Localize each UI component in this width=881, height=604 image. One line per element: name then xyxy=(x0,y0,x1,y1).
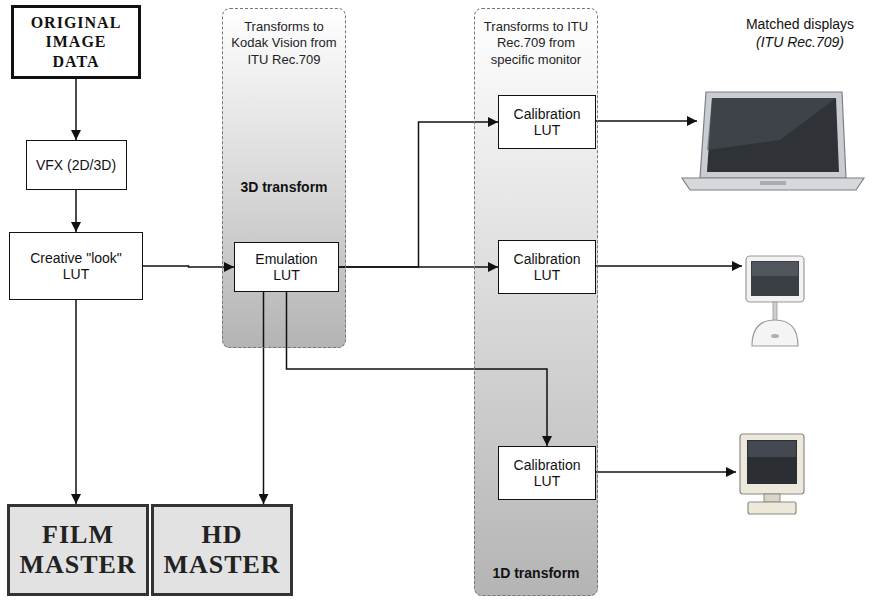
display-arrow xyxy=(592,471,736,473)
display-arrow xyxy=(592,265,742,267)
band-text-slot: 3D transform xyxy=(227,179,341,195)
flow-arrow xyxy=(143,266,234,267)
band-subtitle: 1D transform xyxy=(479,565,593,581)
laptop-icon xyxy=(682,92,864,190)
lut-box: Emulation LUT xyxy=(234,242,339,292)
band-text-slot: 1D transform xyxy=(479,565,593,581)
flow-arrow xyxy=(263,292,265,504)
monitor-icon xyxy=(740,434,804,514)
lut-box: Calibration LUT xyxy=(498,446,596,500)
band-heading: Transforms to ITU Rec.709 from specific … xyxy=(479,19,593,68)
band-text-slot: Transforms to Kodak Vision from ITU Rec.… xyxy=(227,19,341,68)
caption-label: Matched displays xyxy=(725,16,875,32)
master-box: HD MASTER xyxy=(151,504,293,596)
caption-label: (ITU Rec.709) xyxy=(725,34,875,50)
master-box: FILM MASTER xyxy=(7,504,149,596)
flow-arrow xyxy=(75,300,77,504)
source-box: ORIGINAL IMAGE DATA xyxy=(11,5,141,79)
flow-arrow xyxy=(75,190,77,232)
box-label: HD MASTER xyxy=(160,520,284,580)
lut-box: Calibration LUT xyxy=(498,240,596,294)
label-slot: Matched displays xyxy=(725,16,875,32)
box-label: FILM MASTER xyxy=(16,520,140,580)
band-text-slot: Transforms to ITU Rec.709 from specific … xyxy=(479,19,593,68)
box-label: Calibration LUT xyxy=(505,457,589,489)
display-arrow xyxy=(592,120,697,122)
box-label: Calibration LUT xyxy=(505,251,589,283)
transform-band: Transforms to Kodak Vision from ITU Rec.… xyxy=(222,8,346,348)
box-label: Calibration LUT xyxy=(505,106,589,138)
band-fill xyxy=(474,8,598,596)
process-box: Creative "look" LUT xyxy=(9,232,143,300)
transform-band: Transforms to ITU Rec.709 from specific … xyxy=(474,8,598,596)
flow-arrow xyxy=(287,292,548,446)
desktop-icon xyxy=(746,256,804,346)
flow-arrow xyxy=(75,79,77,140)
label-slot: (ITU Rec.709) xyxy=(725,34,875,50)
box-label: VFX (2D/3D) xyxy=(36,157,116,173)
box-label: Emulation LUT xyxy=(241,251,332,283)
box-label: Creative "look" LUT xyxy=(16,250,136,282)
band-heading: Transforms to Kodak Vision from ITU Rec.… xyxy=(227,19,341,68)
box-label: ORIGINAL IMAGE DATA xyxy=(20,13,132,71)
lut-box: Calibration LUT xyxy=(498,95,596,149)
process-box: VFX (2D/3D) xyxy=(26,140,127,190)
band-subtitle: 3D transform xyxy=(227,179,341,195)
band-fill xyxy=(222,8,346,348)
